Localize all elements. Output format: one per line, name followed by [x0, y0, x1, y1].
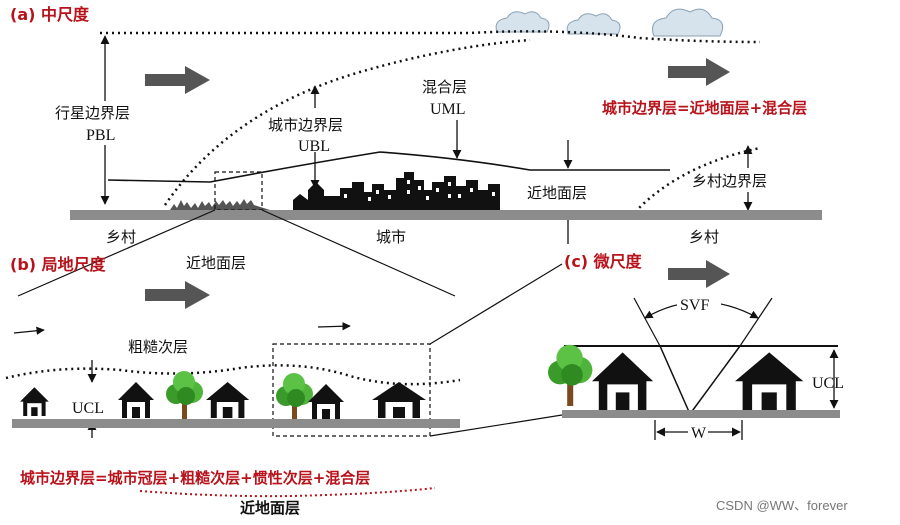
ubl-top-line — [107, 151, 670, 183]
rural-bl-label: 乡村边界层 — [692, 172, 767, 190]
uml-abbr: UML — [430, 101, 466, 118]
ground-bar-c — [562, 410, 840, 418]
ubl-label: 城市边界层 — [268, 116, 343, 134]
boundary-dome-line — [163, 38, 531, 206]
w-label: W — [691, 425, 707, 442]
house-icon-c-left — [592, 352, 654, 410]
ubl-abbr: UBL — [298, 138, 330, 155]
panel-b-label: (b) 局地尺度 — [10, 255, 107, 274]
tree-icon-3 — [548, 344, 593, 406]
bottom-surface-layer: 近地面层 — [240, 499, 300, 517]
rural-right-label: 乡村 — [689, 228, 719, 246]
house-icon-1 — [20, 387, 49, 416]
zoom-box-micro — [272, 343, 431, 437]
zoom-line-left — [17, 209, 216, 297]
equation-b: 城市边界层=城市冠层+粗糙次层+惯性次层+混合层 — [20, 469, 370, 487]
city-label: 城市 — [376, 228, 406, 246]
small-wind-arrow-1 — [13, 326, 45, 335]
cloud-icon-3 — [652, 8, 724, 37]
city-skyline-icon — [293, 172, 500, 210]
house-icon-3 — [206, 382, 250, 418]
zoom-line-top — [429, 263, 563, 345]
rural-vegetation-icon — [170, 199, 270, 210]
pbl-top-line — [100, 30, 761, 44]
house-icon-4 — [308, 384, 344, 420]
equation-a: 城市边界层=近地面层+混合层 — [602, 99, 807, 117]
ground-bar-b — [12, 419, 460, 428]
ground-bar-a — [70, 210, 822, 220]
svf-ext-left — [633, 297, 661, 347]
surface-layer-label: 近地面层 — [527, 184, 587, 202]
house-icon-2 — [118, 382, 154, 418]
tree-icon-2 — [276, 373, 313, 424]
uml-label: 混合层 — [422, 78, 467, 96]
house-icon-5 — [372, 382, 426, 418]
svf-line-left — [659, 345, 691, 415]
panel-c-label: (c) 微尺度 — [564, 252, 643, 271]
bottom-equation: 城市边界层=城市冠层+粗糙次层+惯性次层+混合层 近地面层 — [20, 469, 436, 517]
zoom-line-bottom — [429, 414, 563, 437]
svf-label: SVF — [680, 297, 709, 314]
panel-a: (a) 中尺度 行星边界层 PBL 混合层 UML — [10, 5, 822, 246]
wind-arrow-icon-3 — [145, 281, 210, 309]
rural-bl-line — [634, 146, 761, 213]
panel-c: (c) 微尺度 SVF UCL W — [548, 252, 844, 442]
roughness-line — [5, 364, 461, 386]
c-ucl-label: UCL — [812, 375, 844, 392]
bracket-underline — [139, 487, 436, 498]
house-icon-c-right — [735, 352, 804, 410]
wind-arrow-icon-1 — [145, 66, 210, 94]
pbl-label: 行星边界层 — [55, 104, 130, 122]
small-wind-arrow-2 — [317, 322, 351, 331]
panel-a-label: (a) 中尺度 — [10, 5, 90, 24]
tree-icon-1 — [166, 371, 203, 422]
b-surface-layer-label: 近地面层 — [186, 254, 246, 272]
zoom-line-right — [261, 209, 456, 297]
cloud-icon-2 — [566, 13, 621, 35]
pbl-abbr: PBL — [86, 127, 115, 144]
wind-arrow-icon-4 — [668, 260, 730, 288]
wind-arrow-icon-2 — [668, 58, 730, 86]
rural-left-label: 乡村 — [106, 228, 136, 246]
svf-ext-right — [739, 297, 773, 347]
roughness-label: 粗糙次层 — [128, 338, 188, 356]
panel-b: (b) 局地尺度 近地面层 粗糙次层 UCL — [5, 254, 461, 438]
cloud-icon-1 — [495, 11, 550, 33]
watermark: CSDN @WW、forever — [716, 498, 848, 513]
b-ucl-label: UCL — [72, 400, 104, 417]
svf-line-right — [689, 345, 741, 415]
